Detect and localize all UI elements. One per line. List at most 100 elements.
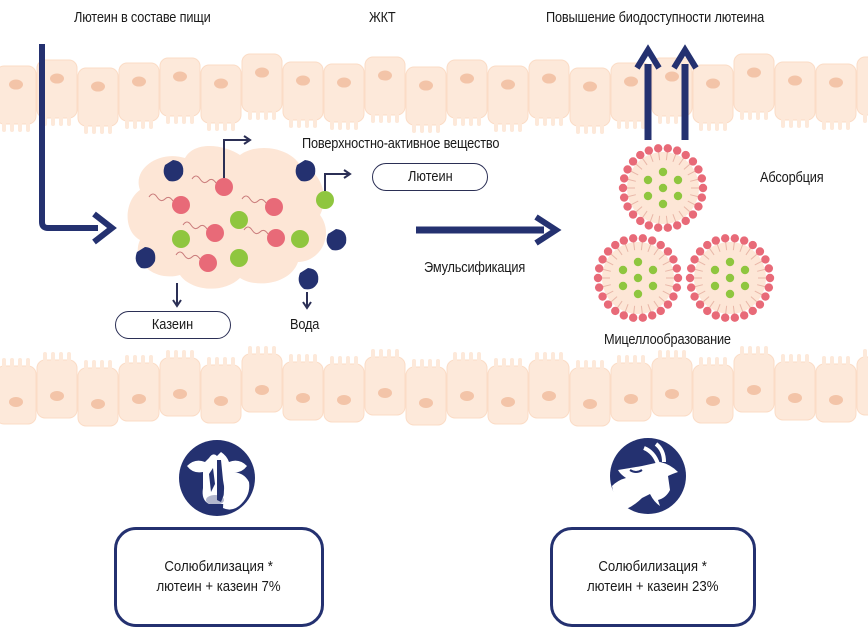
- cell-nucleus: [706, 395, 720, 406]
- epithelial-cell: [692, 64, 734, 131]
- cell-nucleus: [542, 73, 556, 84]
- micelle-head: [663, 300, 673, 309]
- food-inflow-arrow: [39, 44, 117, 245]
- cow-result-box: Солюбилизация * лютеин + казеин 7%: [114, 527, 324, 627]
- cell-nucleus: [460, 73, 474, 84]
- lutein-molecule: [206, 224, 224, 242]
- micelle-head: [628, 157, 638, 166]
- micelle-head: [594, 264, 604, 273]
- cell-nucleus: [829, 394, 843, 405]
- epithelial-cell: [815, 63, 857, 130]
- lutein-tail: [182, 221, 208, 230]
- micelle-head: [694, 202, 703, 211]
- epithelial-cell: [487, 65, 529, 132]
- micelle-head: [698, 183, 708, 193]
- lutein-molecule: [172, 196, 190, 214]
- goat-icon: [610, 438, 686, 514]
- micelle-lutein: [725, 257, 735, 267]
- micelle-head: [598, 292, 607, 301]
- micelle-lutein: [673, 175, 683, 185]
- micelle-head: [739, 311, 749, 320]
- micelle-head: [669, 255, 678, 264]
- cell-nucleus: [91, 398, 105, 409]
- micelle-head: [644, 221, 654, 230]
- micelle-head: [656, 306, 665, 316]
- lutein-molecule: [199, 254, 217, 272]
- cell-nucleus: [214, 395, 228, 406]
- micelle-lutein: [648, 265, 658, 275]
- cow-icon: [179, 440, 255, 516]
- micelle-head: [711, 236, 721, 245]
- micelle: [593, 234, 683, 322]
- micelle-lutein: [673, 191, 683, 201]
- micelle-lutein: [618, 281, 628, 291]
- cell-nucleus: [255, 384, 269, 395]
- micelle-head: [673, 273, 683, 283]
- epithelial-cell: [856, 349, 868, 416]
- micelle-head: [653, 223, 663, 232]
- upper-intestinal-epithelium: [0, 53, 868, 134]
- lutein-pill: Лютеин: [372, 163, 488, 191]
- micelle-head: [694, 165, 703, 174]
- epithelial-cell: [241, 346, 283, 413]
- epithelial-cell: [405, 66, 447, 133]
- micelle-head: [720, 313, 730, 322]
- cell-nucleus: [378, 70, 392, 81]
- lutein-tail: [241, 195, 267, 204]
- epithelial-cell: [651, 350, 693, 417]
- lower-intestinal-epithelium: [0, 346, 868, 427]
- micelle-lutein: [710, 265, 720, 275]
- micelle-lutein: [658, 183, 668, 193]
- micelle-head: [720, 234, 730, 243]
- absorption-label: Абсорбция: [760, 170, 824, 186]
- casein-molecule: [230, 211, 248, 229]
- epithelial-cell: [36, 352, 78, 419]
- cell-nucleus: [706, 78, 720, 89]
- casein-pill: Казеин: [115, 311, 231, 339]
- cell-nucleus: [747, 384, 761, 395]
- micelle: [685, 234, 775, 322]
- cell-nucleus: [255, 67, 269, 78]
- micelle-head: [619, 193, 629, 202]
- cell-nucleus: [583, 398, 597, 409]
- cell-nucleus: [501, 396, 515, 407]
- food-lutein-label: Лютеин в составе пищи: [74, 10, 211, 26]
- micelle-head: [765, 273, 775, 283]
- goat-result-line2: лютеин + казеин 23%: [587, 578, 719, 595]
- absorption-arrows: [634, 44, 699, 140]
- epithelial-cell: [364, 56, 406, 123]
- micelle-head: [685, 273, 695, 283]
- epithelial-cell: [733, 346, 775, 413]
- cell-nucleus: [132, 76, 146, 87]
- micelle-head: [697, 193, 707, 202]
- lutein-pill-text: Лютеин: [407, 169, 453, 185]
- cell-nucleus: [624, 76, 638, 87]
- lutein-molecule: [265, 198, 283, 216]
- micelle-head: [695, 300, 705, 309]
- micelle-head: [663, 144, 673, 153]
- micelle-head: [764, 264, 774, 273]
- micelle-lutein: [643, 191, 653, 201]
- pointer-line: [324, 173, 348, 191]
- epithelial-cell: [159, 57, 201, 124]
- pointer-line: [223, 139, 248, 178]
- micelle-head: [628, 313, 638, 322]
- epithelial-cell: [0, 358, 37, 425]
- micelle-head: [636, 150, 645, 160]
- epithelial-cell: [200, 357, 242, 424]
- cell-nucleus: [665, 388, 679, 399]
- cell-nucleus: [460, 390, 474, 401]
- micelle-formation-label: Мицеллообразование: [604, 332, 731, 348]
- epithelial-cell: [36, 59, 78, 126]
- cell-nucleus: [747, 67, 761, 78]
- casein-molecule: [172, 230, 190, 248]
- pointer-arrowhead: [243, 135, 252, 145]
- micelle-lutein: [643, 175, 653, 185]
- epithelial-cell: [733, 53, 775, 120]
- micelle-head: [594, 283, 604, 292]
- epithelial-cell: [159, 350, 201, 417]
- micelle-head: [690, 255, 699, 264]
- casein-molecule: [316, 191, 334, 209]
- epithelial-cell: [692, 357, 734, 424]
